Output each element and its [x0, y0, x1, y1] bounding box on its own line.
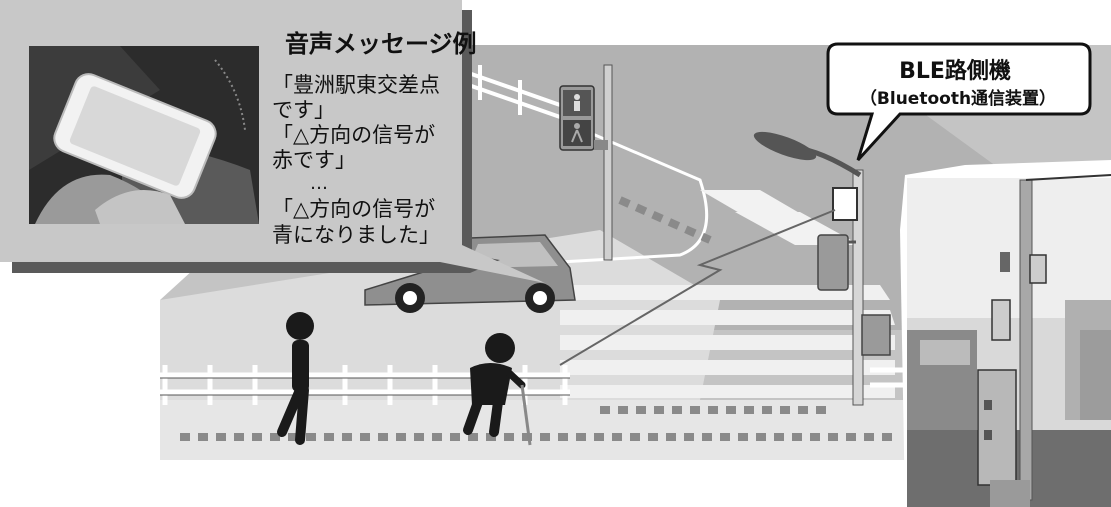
ble-device-label: BLE路側機 — [899, 58, 1011, 84]
tactile-paving — [180, 196, 900, 441]
smartphone-photo — [29, 46, 259, 224]
message-line-4: 赤です」 — [272, 148, 356, 172]
cane — [520, 384, 532, 446]
message-line-5: 「△方向の信号が — [272, 197, 435, 221]
voice-message-panel: 音声メッセージ例 「豊洲駅東交差点 です」 「△方向の信号が 赤です」 … 「△… — [0, 0, 545, 283]
sidewalk-front — [160, 400, 905, 460]
voice-message-title: 音声メッセージ例 — [285, 30, 477, 58]
ble-device-callout: BLE路側機 （Bluetooth通信装置） — [826, 42, 1092, 162]
guardrail-back — [459, 65, 561, 119]
vehicle-signal-head — [817, 234, 849, 291]
ble-roadside-unit — [832, 187, 858, 221]
message-line-1: 「豊洲駅東交差点 — [272, 73, 440, 97]
roadside-device-photo — [900, 160, 1111, 507]
streetlight-head — [753, 131, 817, 161]
message-line-ellipsis: … — [310, 173, 328, 194]
ble-signal-bolt — [559, 209, 836, 366]
message-line-2: です」 — [272, 98, 335, 122]
ble-device-sublabel: （Bluetooth通信装置） — [860, 88, 1056, 109]
pedestrian-walking — [277, 312, 314, 445]
traffic-signal-pole — [753, 131, 891, 406]
message-line-6: 青になりました」 — [272, 223, 440, 247]
elderly-pedestrian-with-cane — [463, 333, 532, 446]
message-line-3: 「△方向の信号が — [272, 123, 435, 147]
pedestrian-signal — [559, 64, 613, 261]
curb-line — [559, 118, 709, 264]
